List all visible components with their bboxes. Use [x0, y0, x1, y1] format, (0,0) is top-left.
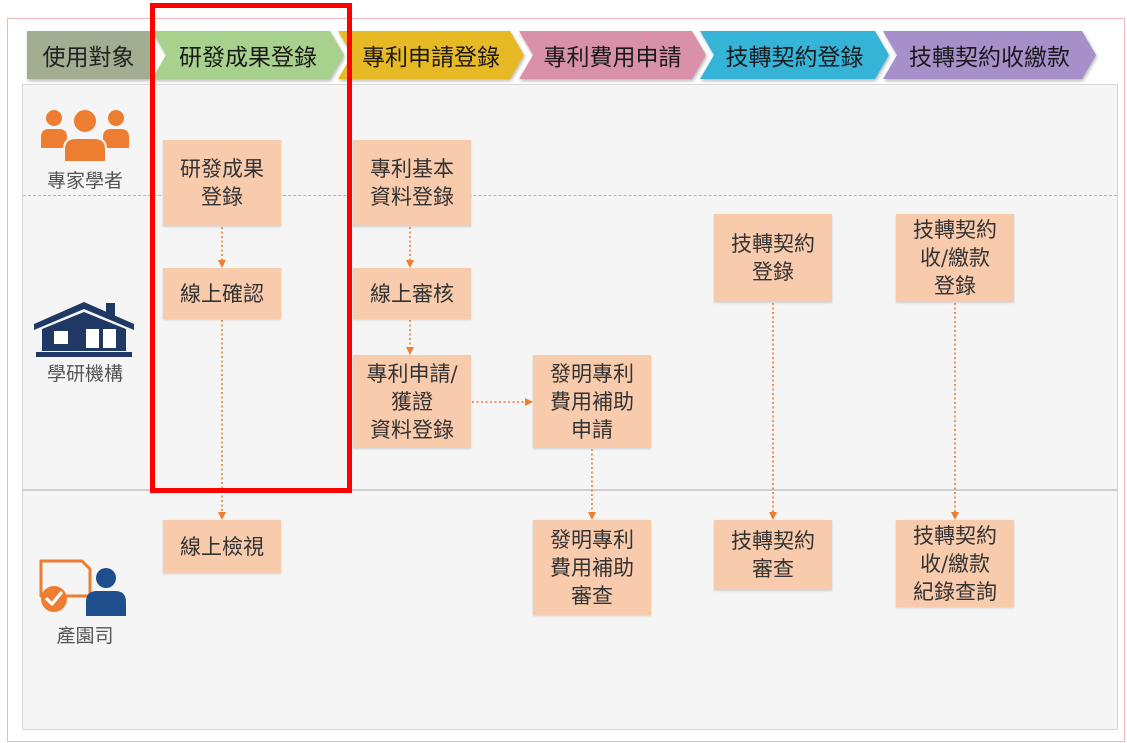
stage-target-users: 使用對象: [27, 31, 150, 79]
stage-patent-fee: 專利費用申請: [519, 31, 706, 79]
lane-divider-2: [23, 489, 1117, 491]
step-rd-view: 線上檢視: [163, 520, 281, 573]
people-icon: [41, 108, 129, 163]
review-icon: [39, 559, 126, 616]
stage-patent-application: 專利申請登錄: [338, 31, 524, 79]
highlight-box: [150, 3, 352, 493]
step-payment-register: 技轉契約 收/繳款 登錄: [896, 214, 1014, 302]
building-icon: [34, 302, 134, 357]
step-patent-basic: 專利基本 資料登錄: [353, 140, 471, 226]
lane-label-department: 產園司: [56, 625, 114, 647]
arrow-payment-register-to-query: [951, 303, 959, 520]
lane-label-experts: 專家學者: [46, 170, 123, 192]
step-contract-review: 技轉契約 審查: [714, 520, 832, 590]
arrow-rd-register-to-confirm: [218, 227, 226, 268]
outer-frame: [7, 18, 1125, 742]
arrow-contract-register-to-review: [769, 303, 777, 520]
stage-label: 研發成果登錄: [179, 44, 317, 70]
stage-label: 專利費用申請: [543, 44, 682, 70]
arrow-patent-basic-to-review: [406, 227, 414, 268]
lane-label-institutions: 學研機構: [46, 363, 123, 385]
step-rd-confirm: 線上確認: [163, 268, 281, 319]
stage-header: 使用對象 研發成果登錄 專利申請登錄 專利費用申請 技轉契約登錄 技轉契約收繳款: [0, 0, 1127, 84]
step-rd-register: 研發成果 登錄: [163, 140, 281, 226]
step-contract-register: 技轉契約 登錄: [714, 214, 832, 302]
step-fee-review: 發明專利 費用補助 審查: [533, 520, 651, 615]
stage-label: 專利申請登錄: [362, 44, 500, 70]
step-payment-query: 技轉契約 收/繳款 紀錄查詢: [896, 520, 1014, 607]
lane-divider-1: [23, 195, 1117, 196]
stage-rd-results: 研發成果登錄: [152, 31, 344, 79]
arrow-rd-confirm-to-view: [218, 320, 226, 520]
step-fee-apply: 發明專利 費用補助 申請: [533, 355, 651, 448]
arrow-patent-apply-to-fee-apply: [472, 398, 533, 406]
stage-label: 使用對象: [42, 44, 135, 70]
stage-label: 技轉契約登錄: [725, 44, 864, 70]
stage-tech-transfer-contract: 技轉契約登錄: [700, 31, 889, 79]
step-patent-apply: 專利申請/ 獲證 資料登錄: [353, 355, 471, 448]
arrow-patent-review-to-apply: [406, 320, 414, 355]
arrow-fee-apply-to-review: [588, 449, 596, 520]
stage-contract-payment: 技轉契約收繳款: [883, 31, 1096, 79]
step-patent-review: 線上審核: [353, 268, 471, 319]
stage-label: 技轉契約收繳款: [909, 44, 1070, 70]
